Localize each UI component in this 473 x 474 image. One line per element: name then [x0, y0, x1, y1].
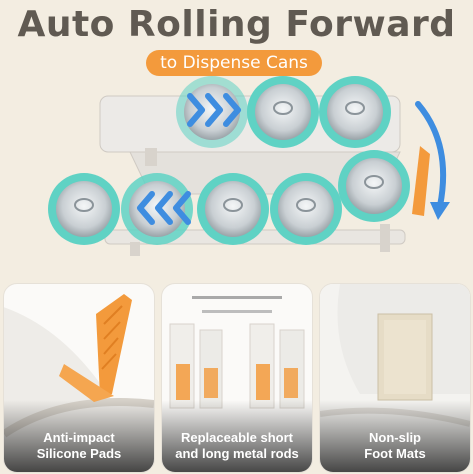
feature-panel-foot-mats: Non-slip Foot Mats: [319, 283, 471, 473]
lower-can-row: [48, 150, 410, 245]
can: [197, 173, 269, 245]
can-rack-illustration: [48, 76, 450, 256]
silicone-pad: [412, 146, 430, 216]
caption-shade: [162, 400, 312, 472]
feature-caption-line2: Silicone Pads: [36, 446, 122, 461]
can: [338, 150, 410, 222]
can: [319, 76, 391, 148]
caption-shade: [320, 400, 470, 472]
feature-panel-silicone-pads: Anti-impact Silicone Pads: [3, 283, 155, 473]
upper-can-row: [176, 76, 391, 148]
feature-caption: Anti-impact Silicone Pads: [4, 430, 154, 462]
right-chevrons-icon: [187, 93, 241, 127]
can: [270, 173, 342, 245]
caption-shade: [4, 400, 154, 472]
headline: Auto Rolling Forward: [17, 4, 456, 45]
feature-caption: Non-slip Foot Mats: [320, 430, 470, 462]
can: [48, 173, 120, 245]
feature-caption-line2: and long metal rods: [175, 446, 299, 461]
feature-caption-line1: Replaceable short: [181, 430, 293, 445]
feature-caption-line2: Foot Mats: [364, 446, 426, 461]
feature-panel-metal-rods: Replaceable short and long metal rods: [161, 283, 313, 473]
can: [247, 76, 319, 148]
feature-caption-line1: Anti-impact: [43, 430, 115, 445]
feature-caption: Replaceable short and long metal rods: [162, 430, 312, 462]
left-chevrons-icon: [137, 191, 191, 225]
subheadline-badge: to Dispense Cans: [146, 50, 322, 76]
feature-caption-line1: Non-slip: [369, 430, 421, 445]
curved-arrow-icon: [415, 101, 450, 220]
